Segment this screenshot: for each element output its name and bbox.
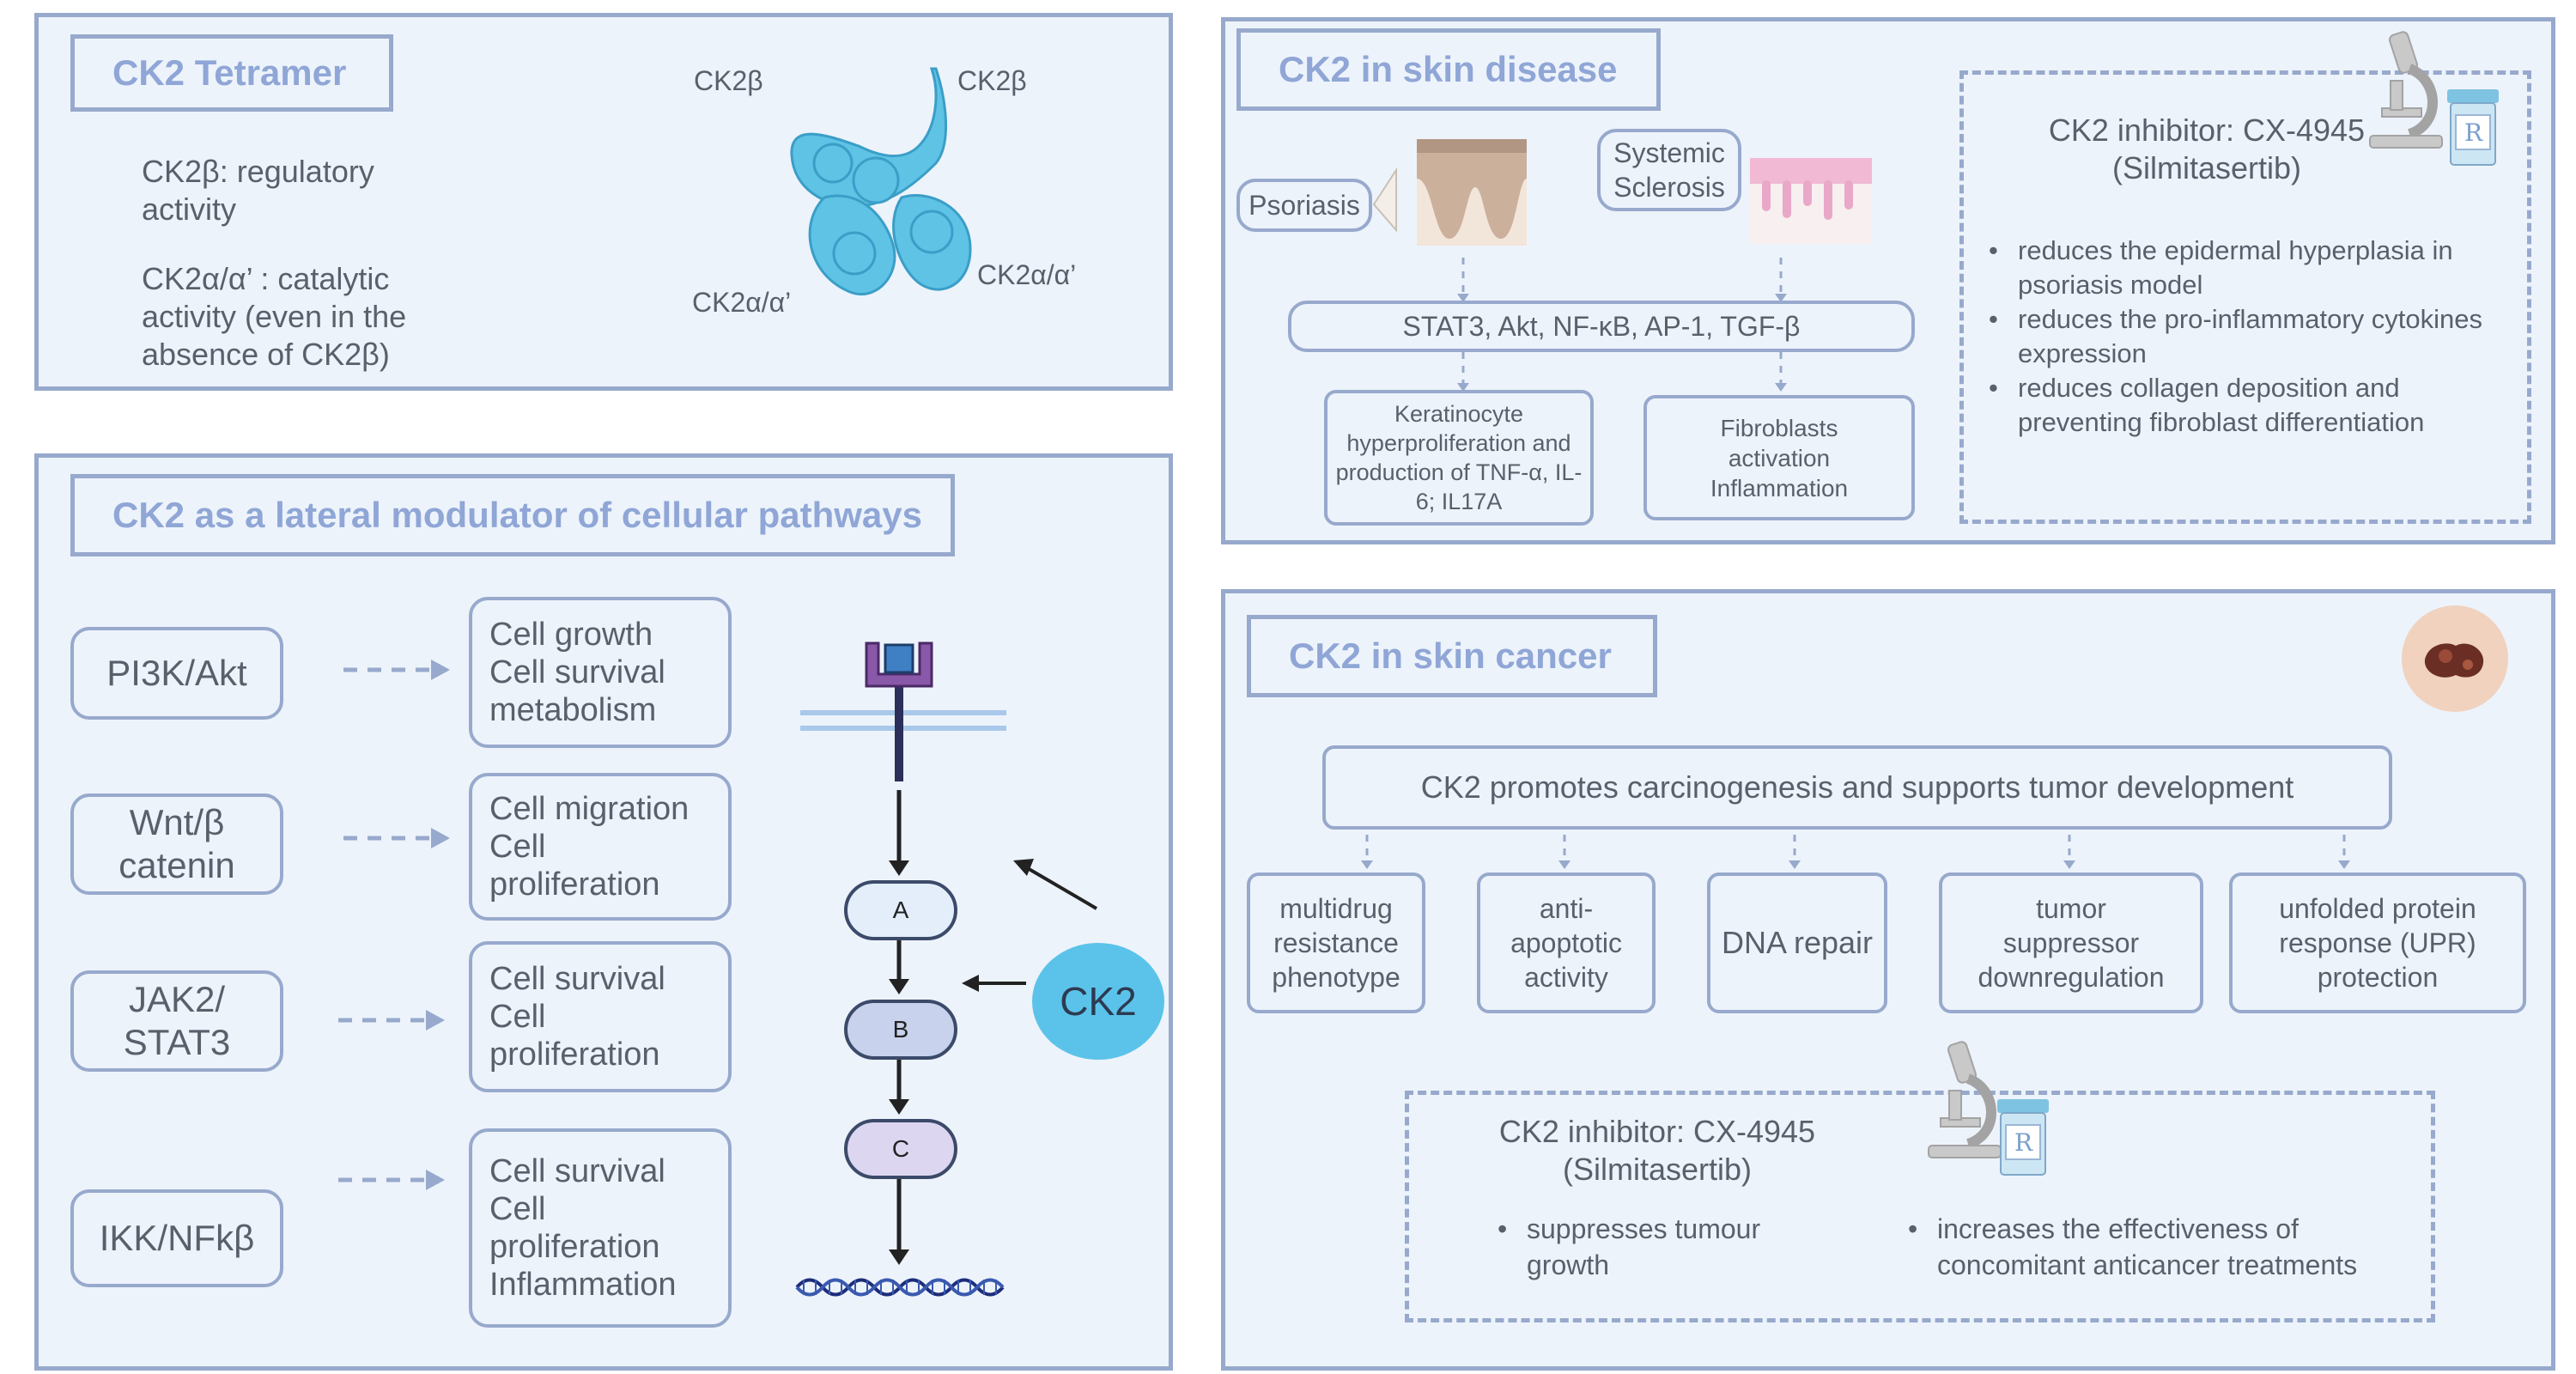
- receptor-icon: [865, 641, 933, 688]
- disease-effect-item: reduces the epidermal hyperplasia in pso…: [1989, 234, 2530, 302]
- cancer-inhibitor-effect-left: suppresses tumour growth: [1498, 1211, 1807, 1283]
- sclerosis-label: Systemic Sclerosis: [1597, 129, 1741, 211]
- effects-ikk-nfkb-text: Cell survival Cell proliferation Inflamm…: [489, 1153, 677, 1303]
- label-ck2-beta-right: CK2β: [957, 65, 1027, 96]
- effects-pi3k-akt-text: Cell growth Cell survival metabolism: [489, 617, 665, 728]
- skin-psoriasis-icon: [1372, 139, 1527, 246]
- protein-structure-icon: [790, 67, 972, 295]
- label-ck2-alpha-right: CK2α/α’: [977, 259, 1077, 290]
- disease-effect-item: reduces collagen deposition and preventi…: [1989, 371, 2530, 440]
- alpha-description: CK2α/α’ : catalytic activity (even in th…: [142, 261, 407, 372]
- modulator-title: CK2 as a lateral modulator of cellular p…: [70, 474, 955, 556]
- cancer-inhibitor-effect-right: increases the effectiveness of concomita…: [1908, 1211, 2406, 1283]
- psoriasis-label: Psoriasis: [1236, 179, 1372, 232]
- cancer-effect-multidrug: multidrug resistance phenotype: [1247, 872, 1425, 1013]
- svg-text:R: R: [2014, 1128, 2033, 1157]
- pathway-arrows: [338, 660, 450, 1190]
- cancer-effect-antiapoptotic: anti- apoptotic activity: [1477, 872, 1656, 1013]
- cancer-effect-item: increases the effectiveness of concomita…: [1908, 1211, 2406, 1283]
- cascade-node-b: B: [844, 1000, 957, 1060]
- disease-inhibitor-effects: reduces the epidermal hyperplasia in pso…: [1989, 234, 2530, 440]
- effects-ikk-nfkb: Cell survival Cell proliferation Inflamm…: [469, 1128, 732, 1328]
- effects-wnt-catenin-text: Cell migration Cell proliferation: [489, 791, 690, 903]
- rx-bottle-icon: R: [2447, 89, 2499, 166]
- label-ck2-beta-left: CK2β: [694, 65, 763, 96]
- cancer-inhibitor-box: [1405, 1091, 2435, 1322]
- disease-title: CK2 in skin disease: [1236, 28, 1661, 111]
- microscope-icon: [2369, 31, 2443, 149]
- pathway-ikk-nfkb: IKK/NFkβ: [70, 1189, 283, 1287]
- cancer-effect-item: suppresses tumour growth: [1498, 1211, 1807, 1283]
- keratinocyte-text: Keratinocyte hyperproliferation and prod…: [1335, 401, 1583, 514]
- svg-text:R: R: [2464, 119, 2483, 147]
- effects-pi3k-akt: Cell growth Cell survival metabolism: [469, 597, 732, 748]
- cancer-inhibitor-title: CK2 inhibitor: CX-4945 (Silmitasertib): [1498, 1114, 1816, 1187]
- pathway-pi3k-akt: PI3K/Akt: [70, 627, 283, 720]
- label-ck2-alpha-left: CK2α/α’: [692, 287, 792, 318]
- effects-jak2-stat3: Cell survival Cell proliferation: [469, 941, 732, 1092]
- melanoma-icon: [2402, 605, 2508, 712]
- promotes-box: CK2 promotes carcinogenesis and supports…: [1322, 745, 2392, 830]
- cancer-arrows: [1361, 835, 2350, 869]
- effects-jak2-stat3-text: Cell survival Cell proliferation: [489, 961, 665, 1073]
- fibroblasts-box: Fibroblasts activation Inflammation: [1643, 395, 1915, 520]
- effects-wnt-catenin: Cell migration Cell proliferation: [469, 773, 732, 921]
- ck2-circle: CK2: [1032, 943, 1164, 1060]
- cancer-effect-tumor-suppressor: tumor suppressor downregulation: [1939, 872, 2203, 1013]
- skin-sclerosis-icon: [1750, 158, 1872, 244]
- keratinocyte-box: Keratinocyte hyperproliferation and prod…: [1324, 390, 1594, 526]
- pathway-jak2-stat3: JAK2/ STAT3: [70, 970, 283, 1072]
- disease-effect-item: reduces the pro-inflammatory cytokines e…: [1989, 302, 2530, 371]
- pathway-wnt-catenin: Wnt/β catenin: [70, 793, 283, 895]
- disease-inhibitor-title: CK2 inhibitor: CX-4945 (Silmitasertib): [2048, 112, 2366, 185]
- cascade-lines: [800, 687, 1098, 1265]
- cancer-title: CK2 in skin cancer: [1247, 615, 1657, 697]
- rx-bottle-icon: R: [1997, 1099, 2049, 1176]
- cascade-node-a: A: [844, 880, 957, 940]
- cancer-effect-dna-repair: DNA repair: [1707, 872, 1887, 1013]
- tetramer-title: CK2 Tetramer: [70, 34, 393, 112]
- dna-icon: [795, 1278, 1005, 1297]
- mediators-box: STAT3, Akt, NF-κB, AP-1, TGF-β: [1288, 301, 1915, 352]
- beta-description: CK2β: regulatory activity: [142, 154, 374, 227]
- disease-arrows: [1457, 258, 1787, 392]
- cascade-node-c: C: [844, 1119, 957, 1179]
- microscope-icon: [1928, 1041, 2002, 1158]
- cancer-effect-upr: unfolded protein response (UPR) protecti…: [2229, 872, 2526, 1013]
